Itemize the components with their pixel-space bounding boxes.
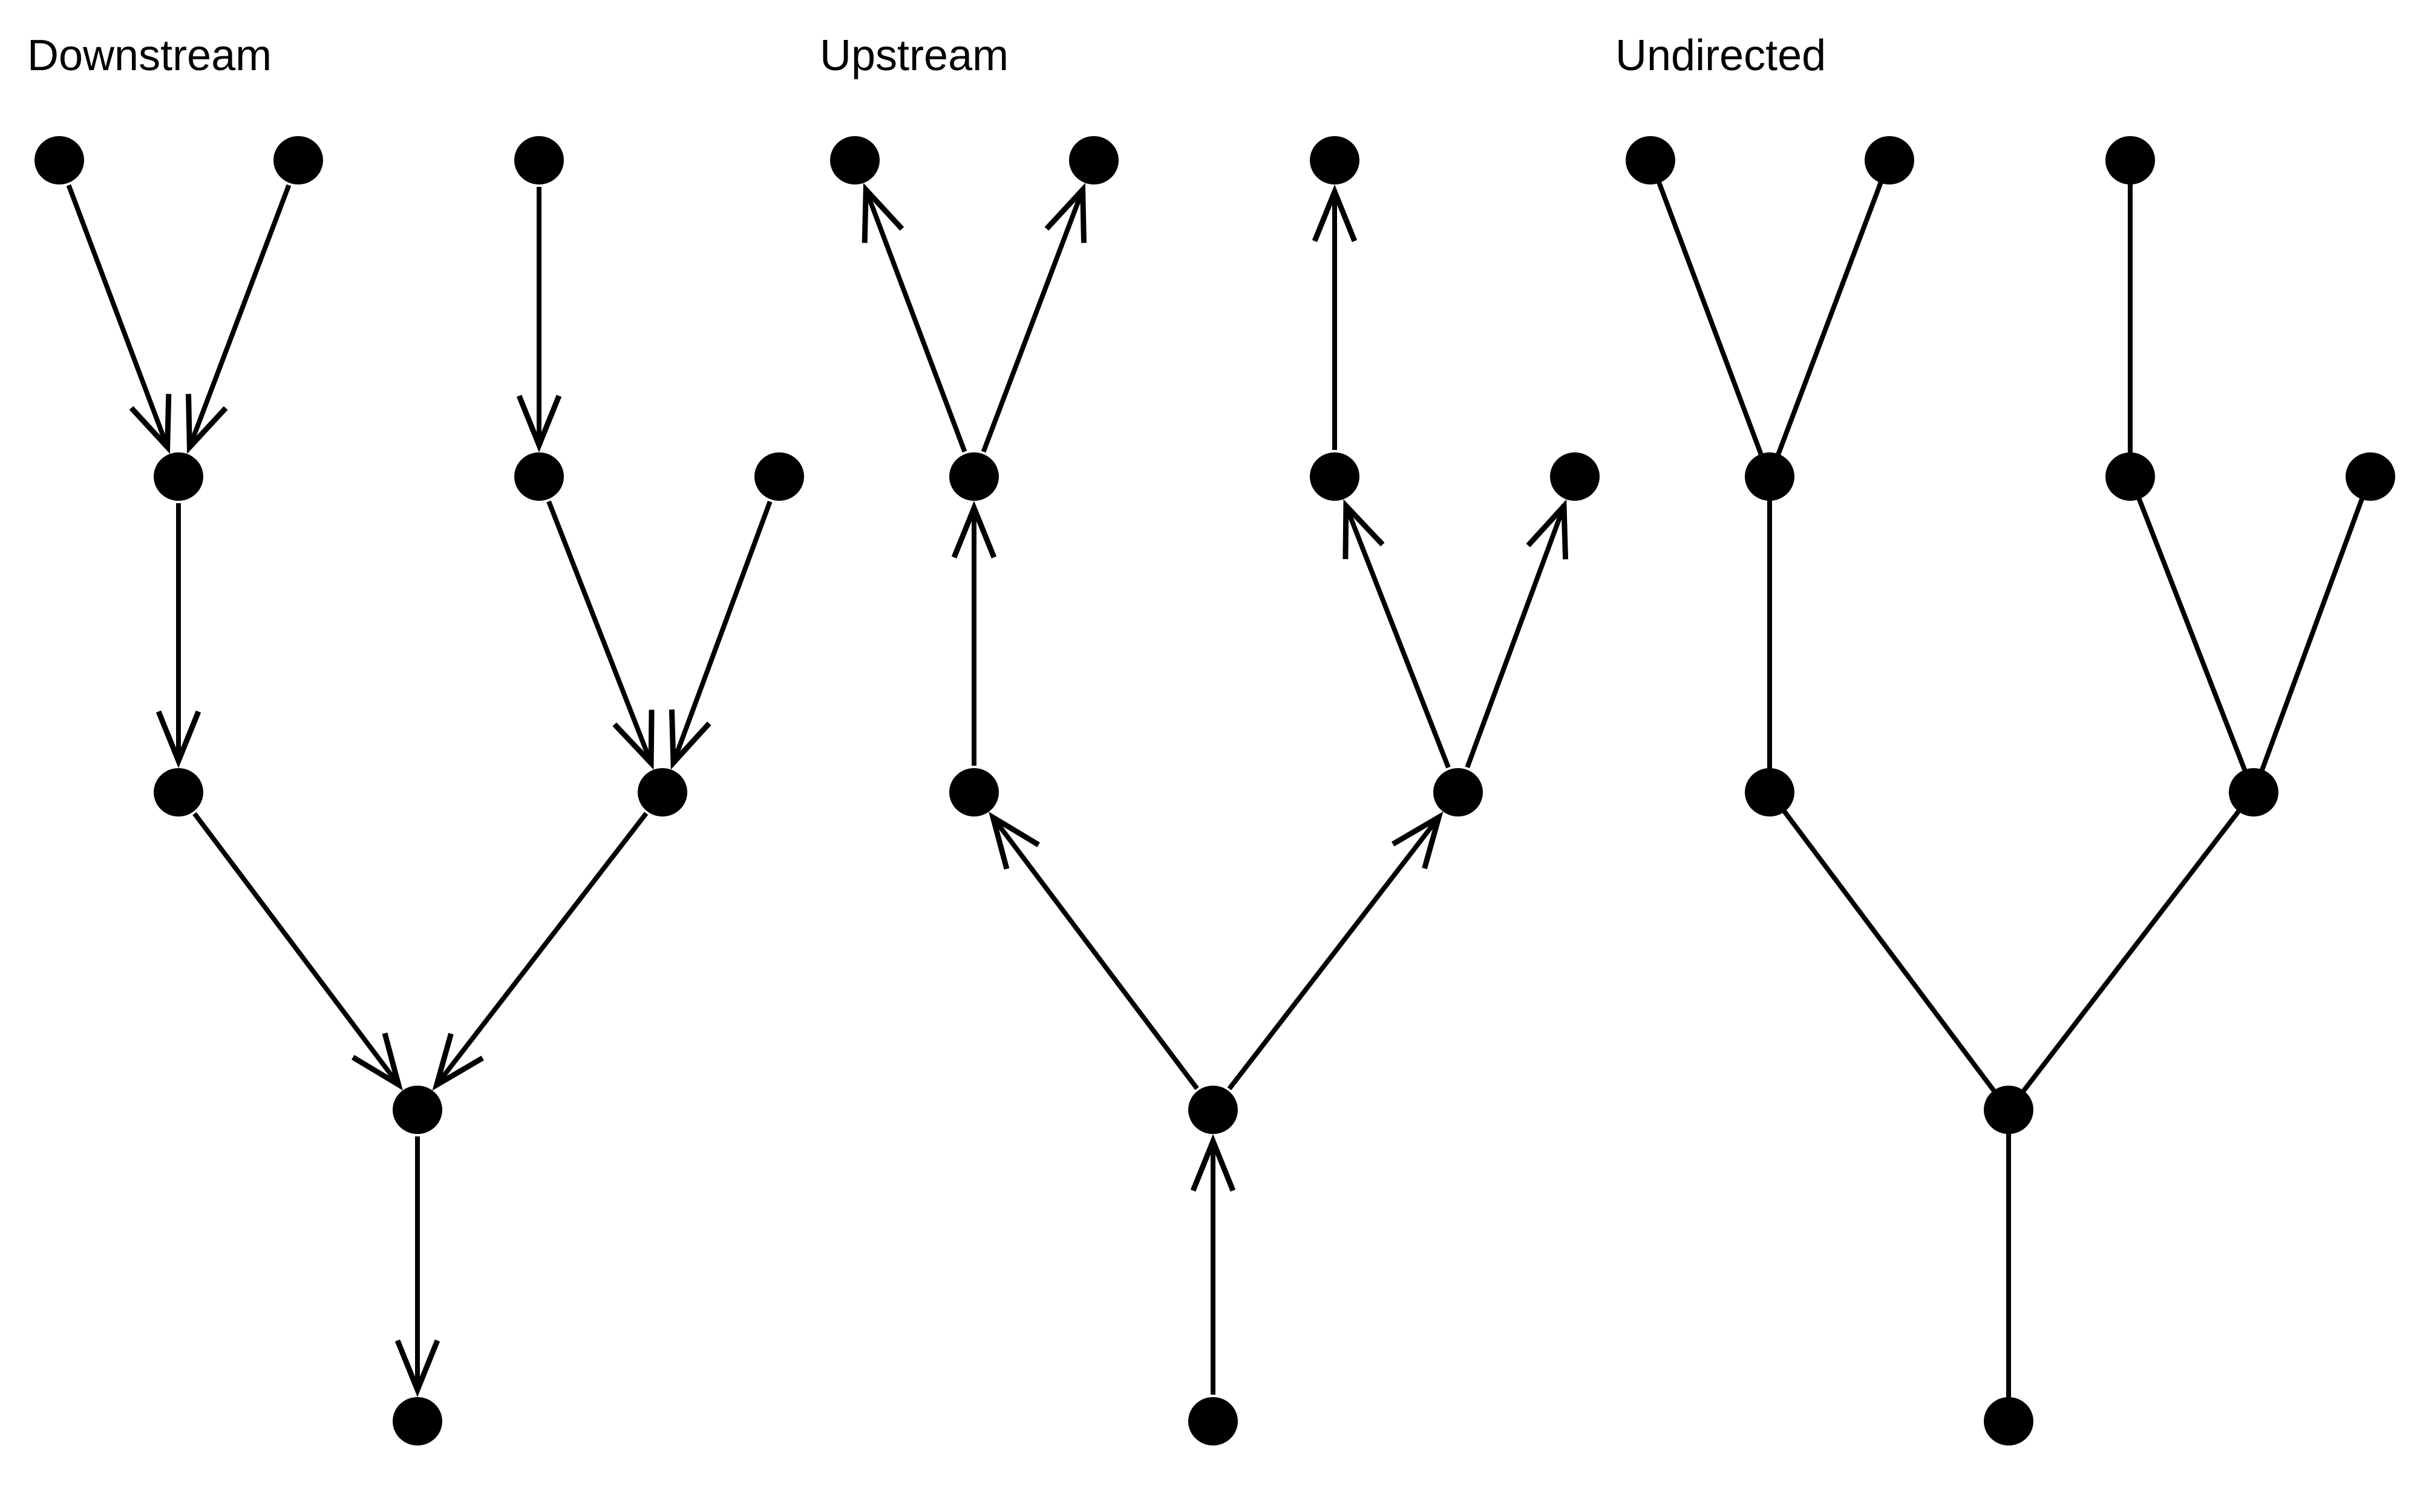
graph-node-u2 [1069, 136, 1119, 184]
graph-node-u4 [949, 452, 999, 501]
graph-node-d7 [154, 768, 203, 816]
arrowhead-downstream-1 [186, 394, 228, 454]
graph-node-n9 [1984, 1086, 2033, 1134]
arrowhead-upstream-7 [1392, 811, 1444, 870]
graph-node-d3 [514, 136, 564, 184]
panel-title-upstream: Upstream [820, 31, 1009, 80]
edge-upstream-4 [1465, 505, 1566, 769]
edge-undirected-0 [1655, 178, 1765, 458]
graph-node-n10 [1984, 1397, 2033, 1445]
graph-node-u6 [1550, 452, 1600, 501]
arrowhead-upstream-3 [1342, 499, 1385, 559]
edge-undirected-6 [1780, 807, 1998, 1095]
graph-node-u8 [1433, 768, 1483, 816]
panel-title-downstream: Downstream [27, 31, 272, 80]
arrowhead-downstream-7 [432, 1032, 484, 1091]
arrowhead-downstream-2 [516, 394, 562, 453]
edge-undirected-4 [2258, 495, 2366, 774]
arrowhead-upstream-1 [1044, 183, 1087, 243]
arrowhead-downstream-3 [612, 709, 655, 770]
arrowhead-upstream-0 [862, 183, 904, 243]
graph-node-d8 [638, 768, 687, 816]
graph-node-u7 [949, 768, 999, 816]
arrowhead-downstream-6 [351, 1032, 403, 1090]
graph-node-d10 [393, 1397, 442, 1445]
graph-node-d1 [34, 136, 84, 184]
edge-downstream-7 [434, 812, 649, 1087]
arrowhead-upstream-2 [1312, 184, 1358, 243]
graph-node-d4 [154, 452, 203, 501]
edge-upstream-7 [1227, 815, 1441, 1090]
arrowhead-upstream-6 [989, 812, 1041, 870]
arrowhead-downstream-4 [669, 709, 711, 770]
arrowhead-upstream-4 [1526, 499, 1569, 559]
arrowhead-upstream-5 [951, 500, 997, 559]
graph-node-d9 [393, 1086, 442, 1134]
edge-undirected-7 [2019, 807, 2243, 1095]
edge-downstream-1 [187, 184, 292, 448]
edge-downstream-4 [671, 500, 773, 764]
node-layer [34, 136, 2395, 1445]
edge-upstream-0 [863, 189, 967, 453]
graph-node-n7 [1745, 768, 1794, 816]
graph-node-n8 [2229, 768, 2278, 816]
arrowhead-downstream-8 [394, 1339, 440, 1398]
graph-node-n3 [2105, 136, 2155, 184]
graph-node-n4 [1745, 452, 1794, 501]
graph-node-u5 [1310, 452, 1359, 501]
edge-downstream-0 [66, 184, 170, 448]
graph-node-d5 [514, 452, 564, 501]
edge-upstream-6 [991, 816, 1199, 1090]
graph-node-u10 [1188, 1397, 1238, 1445]
arrowhead-downstream-0 [129, 394, 172, 454]
arrowhead-upstream-8 [1190, 1133, 1236, 1192]
graph-node-d6 [754, 452, 804, 501]
edge-upstream-1 [981, 189, 1085, 453]
edge-undirected-1 [1774, 178, 1885, 458]
edge-upstream-3 [1344, 504, 1451, 769]
graph-node-u1 [830, 136, 880, 184]
graph-node-u9 [1188, 1086, 1238, 1134]
graph-node-n6 [2346, 452, 2395, 501]
edge-undirected-3 [2136, 495, 2248, 774]
graph-node-u3 [1310, 136, 1359, 184]
graph-node-n2 [1865, 136, 1914, 184]
edge-downstream-6 [192, 812, 401, 1086]
panel-titles: Downstream Upstream Undirected [27, 31, 1826, 80]
panel-title-undirected: Undirected [1615, 31, 1826, 80]
graph-node-d2 [273, 136, 323, 184]
edge-downstream-3 [546, 500, 653, 764]
edge-layer [66, 178, 2366, 1401]
graph-node-n5 [2105, 452, 2155, 501]
graph-node-n1 [1626, 136, 1675, 184]
arrowhead-downstream-5 [155, 710, 201, 769]
